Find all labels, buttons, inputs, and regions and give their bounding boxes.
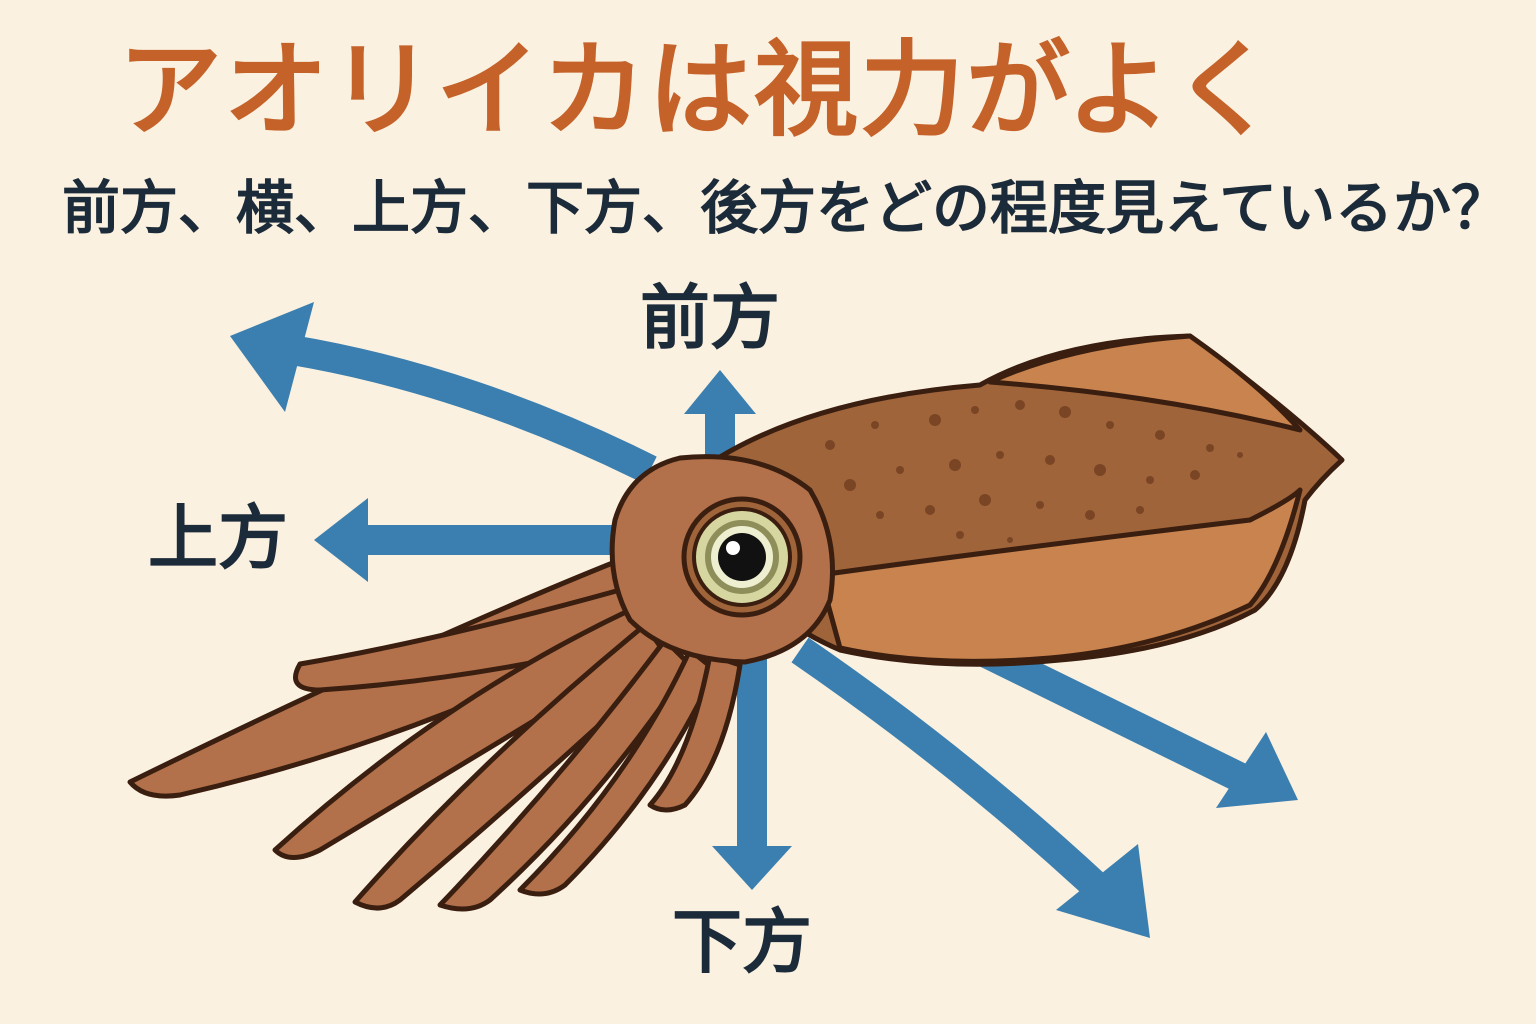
arrow-lower-right bbox=[791, 637, 1150, 938]
page-subtitle: 前方、横、上方、下方、後方をどの程度見えているか？ bbox=[62, 174, 1510, 242]
squid-illustration bbox=[127, 333, 1345, 912]
arrows-group bbox=[230, 302, 1298, 938]
squid-eye bbox=[681, 496, 803, 618]
squid-fin-lower bbox=[817, 487, 1303, 664]
squid-tentacles bbox=[127, 557, 743, 912]
label-front: 前方 bbox=[640, 277, 780, 359]
arrow-up-direction bbox=[314, 498, 620, 582]
arrow-upper-left bbox=[230, 302, 657, 484]
label-down: 下方 bbox=[672, 901, 812, 983]
page-title: アオリイカは視力がよく bbox=[118, 29, 1279, 151]
label-up: 上方 bbox=[148, 497, 288, 579]
arrow-down-direction bbox=[712, 640, 792, 890]
squid-spots bbox=[825, 400, 1243, 543]
squid-fin-upper bbox=[987, 333, 1303, 433]
